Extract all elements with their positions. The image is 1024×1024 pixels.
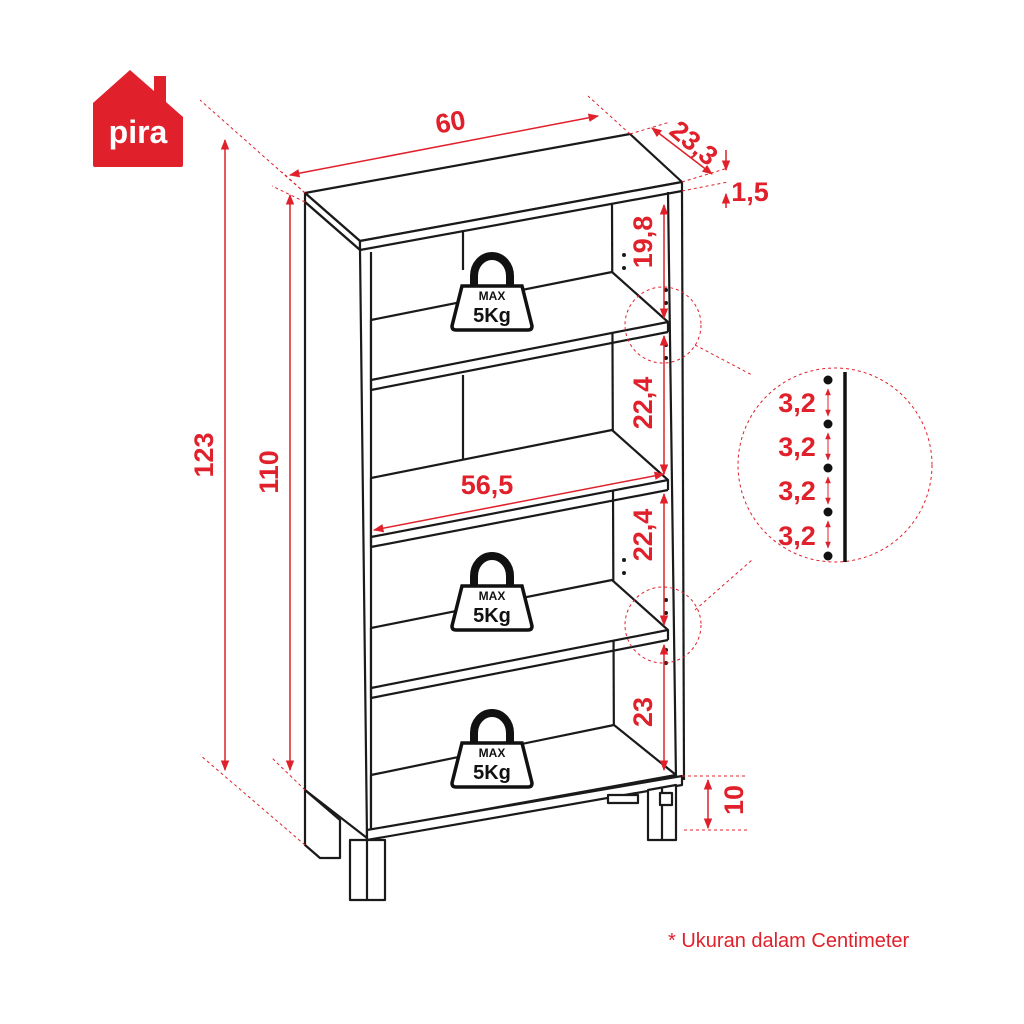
- inner-width-label: 56,5: [461, 470, 514, 500]
- shelf-gap-3-label: 22,4: [628, 509, 658, 562]
- weight-load-label: 5Kg: [473, 605, 511, 627]
- hole-spacing-label-2: 3,2: [778, 432, 816, 462]
- shelf-2: [369, 428, 670, 539]
- shelf-gap-4-label: 23: [628, 697, 658, 727]
- top-thickness-label: 1,5: [731, 177, 769, 207]
- weight-icon: MAX 5Kg: [450, 252, 534, 332]
- left-side-panel: [303, 200, 369, 840]
- hole-spacing-label-3: 3,2: [778, 476, 816, 506]
- total-height-label: 123: [189, 432, 219, 477]
- hole-spacing-detail: 3,2 3,2 3,2 3,2: [778, 372, 847, 562]
- weight-load-label: 5Kg: [473, 305, 511, 327]
- leg-height-label: 10: [719, 785, 749, 815]
- pira-logo: pira: [93, 70, 183, 167]
- hole-spacing-label-1: 3,2: [778, 388, 816, 418]
- hole-spacing-label-4: 3,2: [778, 521, 816, 551]
- detail-marker-lower: [624, 586, 702, 664]
- dimension-lines: [199, 95, 933, 846]
- bottom-board-front: [365, 774, 684, 842]
- width-label: 60: [433, 105, 468, 140]
- depth-label: 23,3: [664, 115, 724, 172]
- detail-marker-upper: [624, 286, 702, 364]
- shelf-gap-2-label: 22,4: [628, 377, 658, 430]
- leg-front-left: [303, 788, 342, 860]
- unit-note: * Ukuran dalam Centimeter: [668, 930, 910, 952]
- weight-icon: MAX 5Kg: [450, 709, 534, 789]
- weight-load-label: 5Kg: [473, 762, 511, 784]
- brand-name: pira: [109, 114, 168, 150]
- body-height-label: 110: [254, 450, 284, 494]
- weight-icon: MAX 5Kg: [450, 552, 534, 632]
- weight-max-label: MAX: [479, 289, 506, 303]
- weight-max-label: MAX: [479, 746, 506, 760]
- shelf-gap-1-label: 19,8: [628, 216, 658, 269]
- detail-zoom-circle: [737, 367, 933, 563]
- house-logo-icon: [93, 70, 183, 167]
- weight-max-label: MAX: [479, 589, 506, 603]
